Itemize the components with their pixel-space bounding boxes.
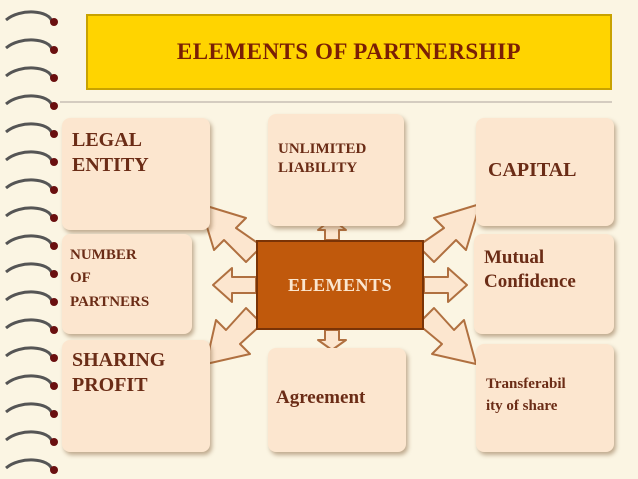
center-label: ELEMENTS [287, 274, 393, 295]
spiral-ring [5, 10, 54, 23]
binding-hole [50, 298, 58, 306]
spiral-ring [5, 458, 54, 471]
node-label: CAPITAL [488, 159, 577, 181]
binding-hole [50, 410, 58, 418]
arrow-down-right [417, 307, 477, 365]
spiral-ring [5, 66, 54, 79]
spiral-ring [5, 234, 54, 247]
node-capital: CAPITAL [476, 118, 614, 226]
node-label: Agreement [276, 387, 366, 408]
binding-hole [50, 242, 58, 250]
binding-hole [50, 270, 58, 278]
node-agreement: Agreement [268, 348, 406, 452]
center-node: ELEMENTS [256, 240, 424, 330]
binding-hole [50, 102, 58, 110]
node-unlimited-liability: UNLIMITED LIABILITY [268, 114, 404, 226]
binding-hole [50, 18, 58, 26]
node-label: UNLIMITED LIABILITY [278, 141, 367, 176]
spiral-ring [5, 150, 54, 163]
node-transferability: Transferabil ity of share [476, 344, 614, 452]
node-label: NUMBER OF PARTNERS [70, 247, 150, 310]
binding-hole [50, 130, 58, 138]
divider [60, 101, 612, 103]
binding-hole [50, 382, 58, 390]
arrow-down-left [205, 307, 263, 365]
binding-hole [50, 158, 58, 166]
arrow-down [317, 329, 347, 351]
arrow-up-right [417, 203, 481, 263]
arrow-left [212, 267, 257, 303]
spiral-ring [5, 38, 54, 51]
spiral-binding [5, 10, 58, 474]
node-label: SHARING PROFIT [72, 349, 166, 396]
binding-hole [50, 214, 58, 222]
title-banner: ELEMENTS OF PARTNERSHIP [86, 14, 612, 90]
binding-hole [50, 186, 58, 194]
binding-hole [50, 466, 58, 474]
binding-hole [50, 74, 58, 82]
spiral-ring [5, 206, 54, 219]
spiral-ring [5, 318, 54, 331]
spiral-ring [5, 262, 54, 275]
binding-hole [50, 354, 58, 362]
spiral-ring [5, 290, 54, 303]
node-number-of-partners: NUMBER OF PARTNERS [62, 234, 192, 334]
spiral-ring [5, 374, 54, 387]
node-label: Transferabil ity of share [486, 376, 566, 414]
node-label: LEGAL ENTITY [72, 129, 149, 176]
node-label: Mutual Confidence [484, 247, 576, 292]
spiral-ring [5, 122, 54, 135]
binding-hole [50, 46, 58, 54]
spiral-ring [5, 94, 54, 107]
node-mutual-confidence: Mutual Confidence [474, 234, 614, 334]
binding-hole [50, 438, 58, 446]
node-sharing-profit: SHARING PROFIT [62, 340, 210, 452]
spiral-ring [5, 402, 54, 415]
arrow-right [423, 267, 468, 303]
spiral-ring [5, 430, 54, 443]
spiral-ring [5, 346, 54, 359]
binding-hole [50, 326, 58, 334]
page-title: ELEMENTS OF PARTNERSHIP [176, 39, 522, 64]
spiral-ring [5, 178, 54, 191]
node-legal-entity: LEGAL ENTITY [62, 118, 210, 230]
